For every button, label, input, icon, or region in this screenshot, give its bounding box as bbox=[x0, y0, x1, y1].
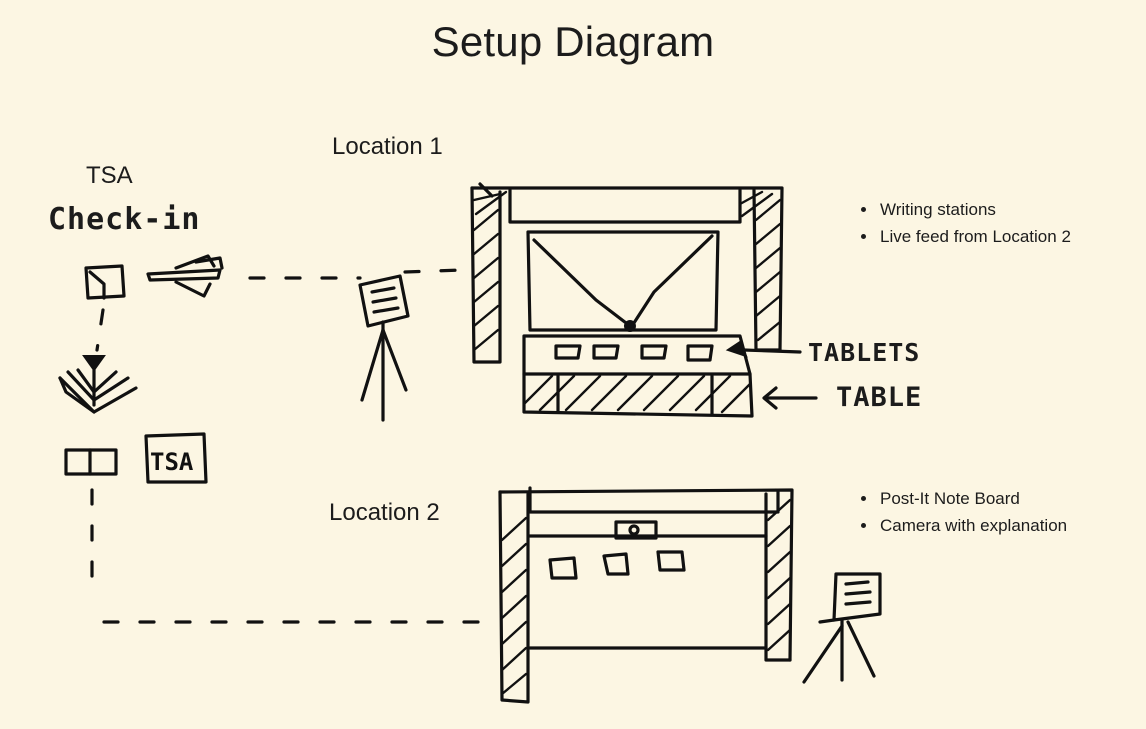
location-1-label: Location 1 bbox=[332, 133, 443, 160]
tsa-sign-text: TSA bbox=[150, 448, 194, 476]
table-label: TABLE bbox=[836, 382, 923, 413]
bin-icon bbox=[64, 448, 118, 476]
location-1-booth bbox=[470, 182, 818, 418]
location-2-booth bbox=[498, 486, 794, 704]
tsa-label: TSA bbox=[86, 162, 133, 189]
location-1-notes: Writing stations Live feed from Location… bbox=[860, 196, 1071, 250]
diagram-title: Setup Diagram bbox=[431, 18, 715, 65]
checkin-label: Check-in bbox=[48, 202, 201, 237]
airplane-icon bbox=[146, 254, 224, 298]
note-item: Post-It Note Board bbox=[878, 485, 1067, 512]
location-2-notes: Post-It Note Board Camera with explanati… bbox=[860, 485, 1067, 539]
tablets-label: TABLETS bbox=[808, 338, 921, 367]
checkin-kiosk-icon bbox=[84, 264, 126, 300]
note-item: Live feed from Location 2 bbox=[878, 223, 1071, 250]
location-2-label: Location 2 bbox=[329, 499, 440, 526]
tsa-sign-icon: TSA bbox=[144, 432, 208, 484]
path-lines bbox=[90, 268, 502, 624]
note-item: Camera with explanation bbox=[878, 512, 1067, 539]
note-item: Writing stations bbox=[878, 196, 1071, 223]
easel-icon bbox=[802, 572, 882, 684]
security-scanner-icon bbox=[58, 355, 138, 414]
easel-icon bbox=[358, 274, 410, 422]
